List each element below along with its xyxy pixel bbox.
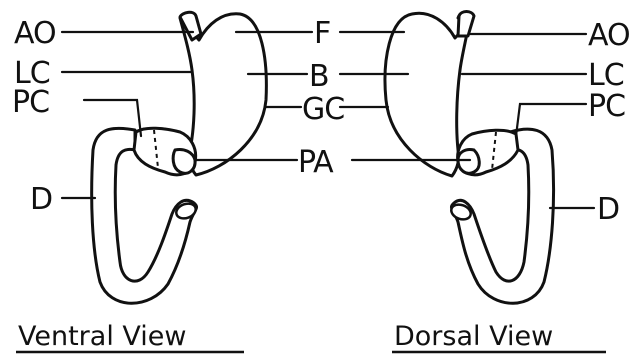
- label-ao-right: AO: [588, 18, 630, 53]
- label-f: F: [314, 16, 330, 51]
- caption-ventral-view: Ventral View: [18, 321, 187, 352]
- label-ao-left: AO: [14, 16, 56, 51]
- label-d-left: D: [30, 182, 52, 217]
- caption-dorsal-view: Dorsal View: [394, 321, 553, 352]
- label-pa: PA: [298, 145, 334, 180]
- label-b: B: [309, 59, 329, 94]
- label-pc-right: PC: [588, 89, 625, 124]
- label-gc: GC: [302, 92, 344, 127]
- label-d-right: D: [597, 192, 619, 227]
- label-pc-left: PC: [12, 85, 49, 120]
- esophagus-dorsal: [458, 12, 474, 37]
- dorsal-view: [340, 12, 594, 304]
- label-lc-right: LC: [588, 58, 624, 93]
- esophagus-ventral: [180, 12, 201, 40]
- ventral-view: [62, 12, 312, 303]
